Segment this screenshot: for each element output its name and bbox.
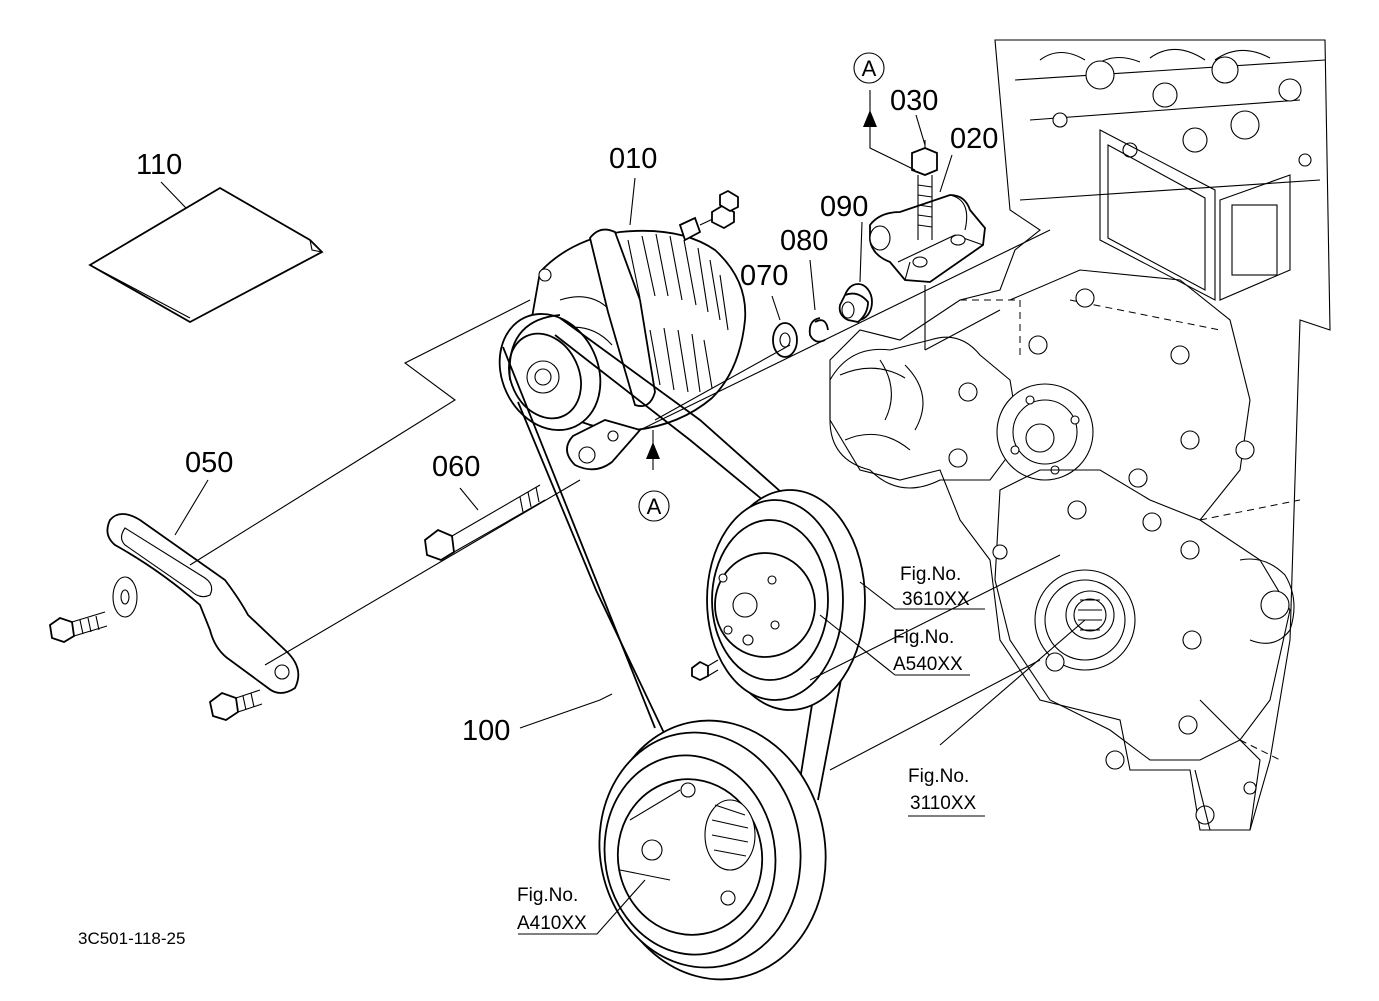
alternator [498, 189, 747, 471]
fig-ref-A410: A410XX [517, 913, 587, 934]
fig-ref-A540: A540XX [893, 654, 963, 675]
block-bolts [948, 288, 1257, 825]
marker-circle-top [853, 52, 885, 84]
marker-top-label: A [862, 56, 877, 81]
diagram-code: 3C501-118-25 [78, 929, 185, 948]
part-label-100: 100 [462, 715, 510, 747]
part-label-050: 050 [185, 447, 233, 479]
assembly-lines [160, 90, 1086, 935]
arrow-up-icon [646, 442, 660, 459]
part-label-080: 080 [780, 225, 828, 257]
part-label-010: 010 [609, 143, 657, 175]
part-label-110: 110 [136, 149, 182, 181]
washer-070 [772, 322, 798, 358]
fig-prefix-A540: Fig.No. [893, 627, 954, 648]
fig-prefix-A410: Fig.No. [517, 885, 578, 906]
alternator-stay [869, 194, 986, 283]
fig-prefix-3610: Fig.No. [900, 564, 961, 585]
spring-washer-080 [808, 317, 829, 343]
arrow-up-icon [863, 110, 877, 127]
marker-circle-bottom [638, 490, 670, 522]
small-bolt [691, 659, 719, 682]
marker-bottom-label: A [647, 494, 662, 519]
fig-ref-3110: 3110XX [910, 793, 977, 814]
fig-prefix-3110: Fig.No. [908, 766, 969, 787]
part-label-090: 090 [820, 191, 868, 223]
engine-block [829, 39, 1331, 831]
long-bolt [424, 484, 546, 561]
collar-090 [838, 283, 873, 323]
bolt-left-upper [49, 576, 138, 643]
fan-pulley [706, 489, 866, 711]
crank-pulley [598, 719, 827, 981]
part-label-060: 060 [432, 451, 480, 483]
sheet-110 [88, 186, 324, 324]
adjusting-bracket [106, 513, 300, 694]
part-label-070: 070 [740, 260, 788, 292]
fig-ref-3610: 3610XX [902, 589, 970, 610]
part-label-020: 020 [950, 123, 998, 155]
part-label-030: 030 [890, 85, 938, 117]
bolt-left-lower [208, 689, 263, 721]
